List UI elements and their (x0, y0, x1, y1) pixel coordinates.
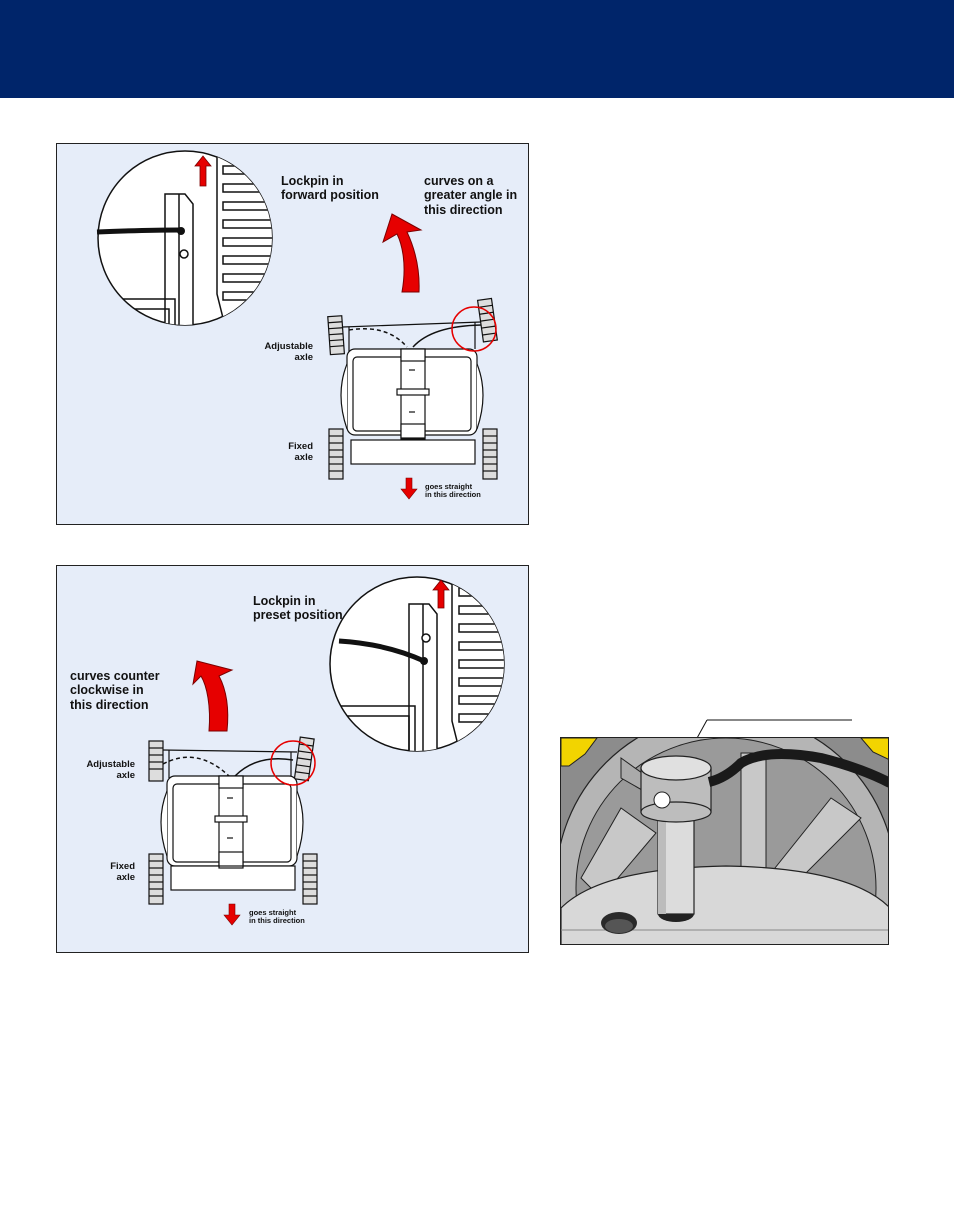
diagram-lockpin-preset: Lockpin in preset position curves counte… (56, 565, 529, 953)
cleaner-top-view (148, 736, 318, 905)
curve-greater-angle-label: curves on a greater angle in this direct… (424, 174, 518, 217)
fixed-axle-label: Fixed axle (110, 861, 135, 883)
straight-arrow (400, 477, 418, 500)
lockpin-highlight (451, 306, 497, 352)
magnified-lockpin-view (96, 150, 273, 326)
lockpin-preset-label: Lockpin in preset position (253, 594, 343, 623)
magnified-lockpin-view (329, 576, 505, 752)
goes-straight-label: goes straight in this direction (425, 482, 481, 500)
diagram-lockpin-forward: Lockpin in forward position curves on a … (56, 143, 529, 525)
adjustable-axle-label: Adjustable axle (86, 759, 135, 781)
curve-arrow (192, 660, 234, 732)
cleaner-top-view (327, 297, 498, 480)
straight-arrow (223, 903, 241, 926)
header-band (0, 0, 954, 98)
lockpin-highlight (270, 740, 316, 786)
curve-counter-clockwise-label: curves counter clockwise in this directi… (70, 669, 160, 712)
forward-diagram-art (96, 150, 498, 500)
curve-arrow (382, 213, 423, 293)
adjustable-axle-label: Adjustable axle (264, 341, 313, 363)
fixed-axle-label: Fixed axle (288, 441, 313, 463)
goes-straight-label: goes straight in this direction (249, 908, 305, 926)
preset-diagram-art (148, 576, 505, 926)
lockpin-closeup-illustration (560, 737, 889, 945)
lockpin-forward-label: Lockpin in forward position (281, 174, 379, 203)
